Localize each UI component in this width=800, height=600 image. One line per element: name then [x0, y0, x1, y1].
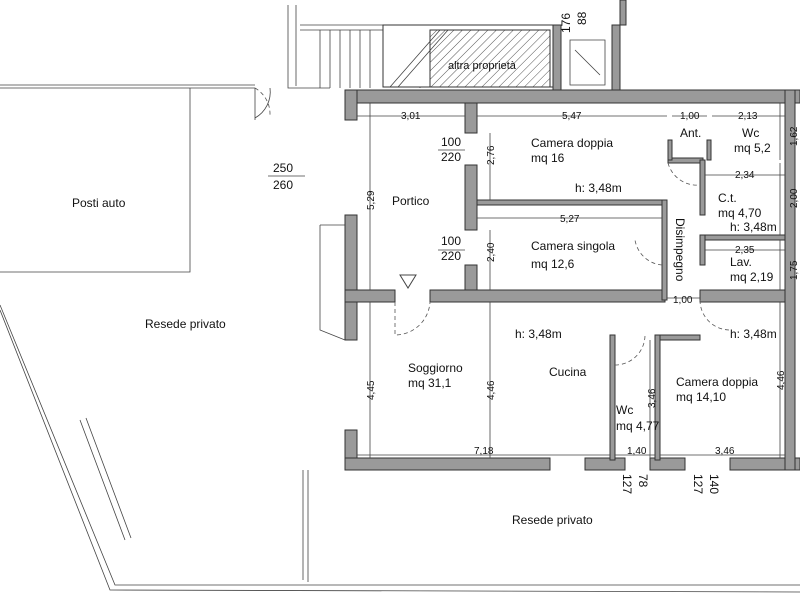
room-area: mq 12,6: [531, 257, 575, 271]
room-soggiorno: Soggiorno: [408, 361, 463, 375]
room-camera-doppia-2: Camera doppia: [676, 375, 758, 389]
room-wc-2: Wc: [616, 403, 633, 417]
dim: 2,35: [735, 245, 755, 256]
room-height: h: 3,48m: [515, 327, 562, 341]
dimension-lines: [357, 103, 785, 458]
room-area: mq 16: [531, 151, 565, 165]
dim: 3,01: [401, 111, 421, 122]
dim: 1,75: [789, 260, 800, 280]
dim: 1,62: [789, 126, 800, 146]
room-wc-1: Wc: [742, 126, 759, 140]
room-ct: C.t.: [718, 191, 737, 205]
room-resede-bottom: Resede privato: [512, 513, 593, 527]
dim: 5,29: [366, 190, 377, 210]
dim: 1,00: [673, 295, 693, 306]
room-lav: Lav.: [730, 255, 752, 269]
dim: 5,47: [562, 111, 582, 122]
room-area: mq 4,77: [616, 419, 660, 433]
dim: 7,18: [474, 446, 494, 457]
door-width: 100: [441, 135, 461, 149]
room-disimpegno: Disimpegno: [673, 218, 687, 282]
dim: 140: [707, 474, 721, 494]
door-height: 220: [441, 150, 461, 164]
room-posti-auto: Posti auto: [72, 196, 126, 210]
dim: 127: [620, 474, 634, 494]
door-width: 100: [441, 234, 461, 248]
dim: 176: [559, 13, 573, 33]
room-area: mq 4,70: [718, 206, 762, 220]
dim: 4,45: [366, 380, 377, 400]
room-area: mq 2,19: [730, 270, 774, 284]
room-altra-proprieta: altra proprietà: [448, 60, 517, 72]
room-height: h: 3,48m: [730, 327, 777, 341]
dim: 4,46: [776, 370, 787, 390]
room-ant: Ant.: [680, 126, 701, 140]
dim: 2,40: [486, 242, 497, 262]
room-portico: Portico: [392, 194, 430, 208]
dim: 88: [575, 11, 589, 25]
dimension-labels: 3,01 5,47 1,00 2,13 1,62 2,34 2,00 2,35 …: [268, 11, 800, 494]
dim: 1,40: [627, 446, 647, 457]
dim: 78: [636, 474, 650, 488]
dim: 1,00: [680, 111, 700, 122]
door-swings: [254, 87, 731, 366]
dim: 3,46: [715, 446, 735, 457]
dim: 4,46: [486, 380, 497, 400]
room-area: mq 5,2: [734, 141, 771, 155]
walls: [344, 89, 800, 471]
door-height: 220: [441, 249, 461, 263]
dim: 2,00: [789, 188, 800, 208]
dim: 2,34: [735, 170, 755, 181]
room-height: h: 3,48m: [575, 181, 622, 195]
room-camera-singola: Camera singola: [531, 239, 615, 253]
room-area: mq 31,1: [408, 376, 452, 390]
room-resede-left: Resede privato: [145, 317, 226, 331]
dim: 127: [691, 474, 705, 494]
dim: 2,13: [738, 111, 758, 122]
room-cucina: Cucina: [549, 365, 587, 379]
gate-height: 260: [273, 178, 293, 192]
room-height: h: 3,48m: [730, 220, 777, 234]
dim: 2,76: [486, 145, 497, 165]
stairs: [319, 30, 371, 88]
gate-width: 250: [273, 161, 293, 175]
room-area: mq 14,10: [676, 390, 726, 404]
dim: 3,46: [647, 388, 658, 408]
dim: 5,27: [560, 214, 580, 225]
room-camera-doppia-1: Camera doppia: [531, 136, 613, 150]
